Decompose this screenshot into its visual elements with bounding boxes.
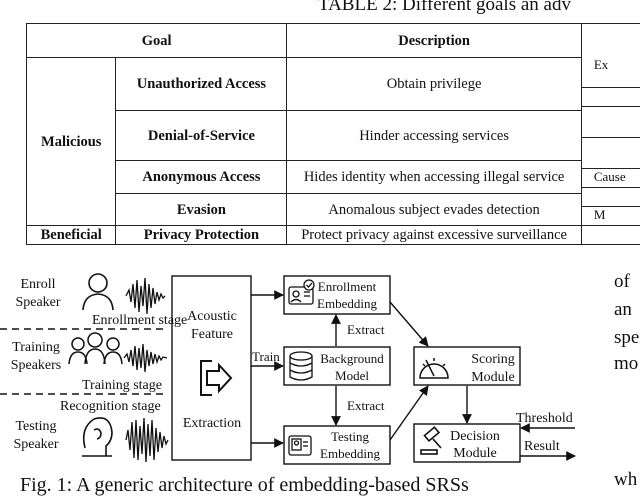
database-icon [289, 351, 313, 381]
person-icon [82, 273, 114, 311]
figure-caption: Fig. 1: A generic architecture of embedd… [20, 474, 469, 496]
enroll-speaker-label: Enroll [21, 277, 56, 292]
scoring-module-label: Module [471, 370, 515, 385]
clipped-cell [581, 188, 640, 207]
goal-cell: Privacy Protection [115, 225, 288, 245]
group-beneficial: Beneficial [25, 225, 117, 245]
training-waveform-icon [123, 343, 168, 373]
feature-extraction-box [171, 275, 252, 461]
id-card-icon [288, 279, 315, 305]
people-group-icon [68, 332, 123, 365]
clipped-cell [582, 226, 640, 244]
body-text-line: spe [614, 327, 640, 348]
arrow [389, 301, 429, 347]
goal-cell: Denial-of-Service [115, 110, 288, 161]
clipped-cell: Ex [581, 57, 640, 88]
goal-cell: Evasion [115, 193, 288, 226]
acoustic-feature-label: Acoustic [187, 309, 237, 324]
recognition-stage-label: Recognition stage [60, 399, 161, 414]
header-description: Description [286, 23, 582, 58]
gavel-icon [420, 426, 442, 455]
extract-label: Extract [347, 398, 385, 413]
extract-label: Extract [347, 322, 385, 337]
training-speakers-label: Training [12, 340, 60, 355]
description-cell: Anomalous subject evades detection [286, 193, 582, 226]
clipped-cell [581, 107, 640, 138]
enrollment-stage-label: Enrollment stage [92, 313, 187, 328]
background-model-label: Model [335, 368, 369, 383]
scoring-module-box [413, 346, 521, 386]
background-model-box [283, 346, 391, 386]
arrow [389, 385, 429, 441]
enrollment-embedding-label: Embedding [317, 296, 377, 311]
body-text-line: mo [614, 353, 639, 374]
threshold-label: Threshold [516, 411, 573, 426]
training-speakers-label: Speakers [11, 358, 62, 373]
listening-head-icon [82, 417, 113, 457]
enrollment-embedding-label: Enrollment [318, 279, 377, 294]
decision-module-label: Decision [450, 429, 500, 444]
description-cell: Protect privacy against excessive survei… [286, 225, 582, 245]
description-cell: Hides identity when accessing illegal se… [286, 160, 582, 194]
clipped-cell: Cause [581, 169, 640, 188]
clipped-cell: M [581, 207, 640, 226]
body-text-line: of [614, 271, 630, 292]
training-stage-label: Training stage [82, 378, 162, 393]
enroll-speaker-label: Speaker [15, 295, 60, 310]
description-cell: Obtain privilege [286, 57, 582, 111]
acoustic-feature-label: Feature [191, 327, 233, 342]
body-text-line: wh [614, 469, 638, 490]
clipped-cell [581, 88, 640, 107]
testing-waveform-icon [125, 417, 169, 463]
header-goal: Goal [25, 23, 288, 58]
background-model-label: Background [320, 351, 384, 366]
clipped-cell [581, 138, 640, 169]
testing-embedding-label: Embedding [320, 446, 380, 461]
body-text-line: an [614, 299, 632, 320]
testing-embedding-label: Testing [331, 429, 370, 444]
goal-cell: Anonymous Access [115, 160, 288, 194]
goal-cell: Unauthorized Access [115, 57, 288, 111]
testing-embedding-box [283, 425, 391, 465]
enrollment-embedding-box [283, 275, 391, 315]
extraction-icon [200, 360, 233, 396]
extraction-label: Extraction [183, 416, 241, 431]
architecture-diagram: Enroll Speaker Training Speakers Testing… [0, 273, 576, 465]
group-malicious: Malicious [25, 57, 117, 226]
goals-table: Goal Description Ex Cause M Malicious Un… [25, 23, 640, 245]
result-label: Result [524, 439, 560, 454]
testing-speaker-label: Speaker [13, 437, 58, 452]
decision-module-label: Module [453, 446, 497, 461]
scoring-module-label: Scoring [471, 352, 515, 367]
enroll-waveform-icon [125, 277, 166, 315]
table-caption: TABLE 2: Different goals an adv [318, 0, 571, 15]
decision-module-box [413, 423, 521, 463]
gauge-icon [419, 358, 449, 379]
id-card-icon [288, 435, 312, 456]
description-cell: Hinder accessing services [286, 110, 582, 161]
testing-speaker-label: Testing [15, 419, 56, 434]
clipped-column: Ex Cause M [580, 23, 640, 245]
train-label: Train [252, 349, 280, 364]
